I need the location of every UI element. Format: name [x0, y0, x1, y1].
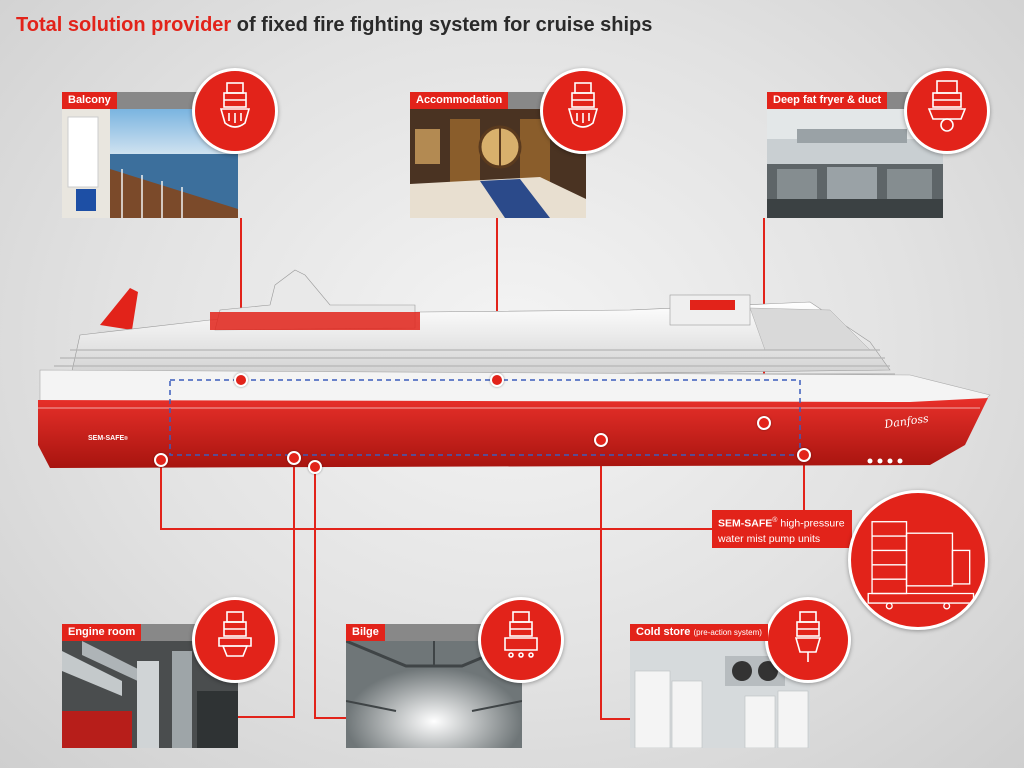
- connector-cold-v: [600, 440, 602, 720]
- sprinkler-nozzle-icon: [567, 82, 599, 128]
- connector-pump-v: [160, 460, 162, 530]
- accommodation-nozzle-badge: [540, 68, 626, 154]
- connector-bilge-h: [314, 717, 346, 719]
- hull-brand: SEM-SAFE®: [88, 435, 128, 442]
- title-rest: of fixed fire fighting system for cruise…: [231, 14, 653, 36]
- dot-engine[interactable]: [287, 451, 301, 465]
- dot-fryer[interactable]: [757, 416, 771, 430]
- connector-pump-h: [160, 528, 715, 530]
- connector-pump-right: [803, 455, 805, 512]
- page-title: Total solution provider of fixed fire fi…: [16, 14, 652, 37]
- sprinkler-nozzle-icon: [794, 611, 822, 662]
- panel-balcony[interactable]: Balcony: [62, 92, 238, 218]
- dot-balcony[interactable]: [234, 373, 248, 387]
- connector-balcony: [240, 218, 242, 380]
- sprinkler-nozzle-icon: [927, 80, 967, 132]
- sprinkler-nozzle-icon: [504, 611, 538, 658]
- panel-label: Balcony: [62, 92, 117, 109]
- connector-engine-h: [235, 716, 295, 718]
- pump-brand: SEM-SAFE: [718, 517, 773, 530]
- cold-label: Cold store: [636, 626, 691, 638]
- sprinkler-nozzle-icon: [218, 611, 252, 657]
- pump-line2: water mist pump units: [718, 532, 821, 545]
- panel-label: Accommodation: [410, 92, 509, 109]
- connector-bilge-v: [314, 467, 316, 719]
- panel-label: Deep fat fryer & duct: [767, 92, 888, 109]
- dot-bilge[interactable]: [308, 460, 322, 474]
- panel-label: Cold store (pre-action system): [630, 624, 768, 641]
- connector-engine-v: [293, 458, 295, 718]
- connector-cold-h: [600, 718, 632, 720]
- fryer-nozzle-badge: [904, 68, 990, 154]
- dot-pump-right[interactable]: [797, 448, 811, 462]
- dot-cold[interactable]: [594, 433, 608, 447]
- pump-unit-icon: [867, 521, 975, 610]
- cold-photo: [630, 641, 810, 748]
- balcony-photo: [62, 109, 238, 218]
- panel-label: Bilge: [346, 624, 385, 641]
- engine-nozzle-badge: [192, 597, 278, 683]
- pump-label: SEM-SAFE® high-pressure water mist pump …: [712, 510, 852, 548]
- connector-accommodation: [496, 218, 498, 380]
- bilge-nozzle-badge: [478, 597, 564, 683]
- cruise-ship: SEM-SAFE® Danfoss: [38, 269, 991, 468]
- cold-note: (pre-action system): [693, 628, 762, 637]
- sprinkler-nozzle-icon: [219, 82, 251, 128]
- pump-reg: ®: [772, 517, 778, 524]
- panel-accommodation[interactable]: Accommodation: [410, 92, 586, 218]
- cold-nozzle-badge: [765, 597, 851, 683]
- panel-label: Engine room: [62, 624, 142, 641]
- dot-accommodation[interactable]: [490, 373, 504, 387]
- pump-line1: high-pressure: [777, 517, 845, 530]
- pump-unit-badge: [848, 490, 988, 630]
- balcony-nozzle-badge: [192, 68, 278, 154]
- dot-pump-left[interactable]: [154, 453, 168, 467]
- accommodation-photo: [410, 109, 586, 218]
- title-highlight: Total solution provider: [16, 14, 232, 36]
- bow-logo: Danfoss: [883, 412, 930, 431]
